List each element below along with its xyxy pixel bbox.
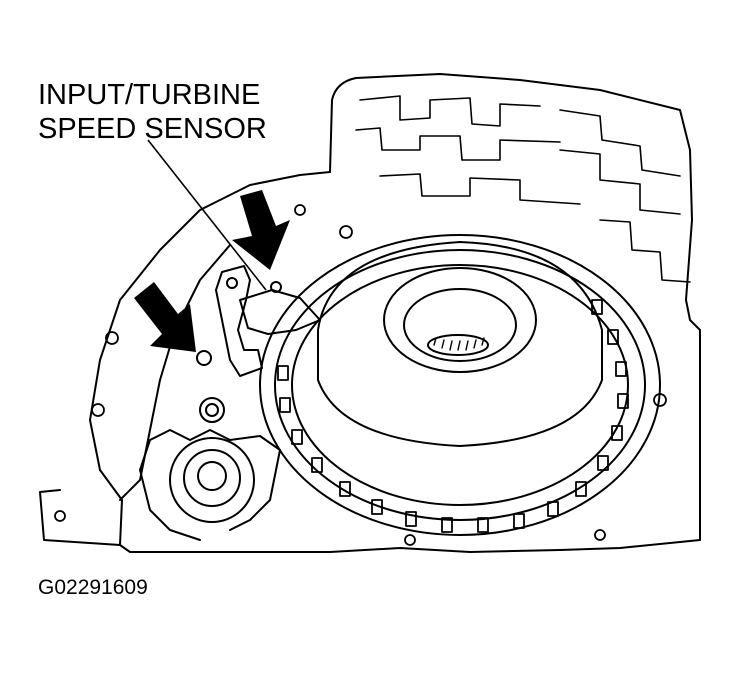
drum-hub-inner	[403, 288, 517, 362]
valve-body-channels	[355, 95, 691, 283]
seal-ring	[199, 397, 225, 423]
bearing-middle	[183, 449, 241, 507]
clutch-drum-ring	[274, 249, 646, 521]
case-bolt	[196, 350, 212, 366]
valve-body-housing	[329, 73, 701, 551]
sensor-bolt	[226, 277, 238, 289]
bracket-bolt	[270, 281, 282, 293]
seal-ring-inner	[205, 403, 219, 417]
lower-case-web	[139, 429, 281, 541]
callout-leader-line	[147, 139, 267, 291]
figure-id: G02291609	[38, 576, 148, 599]
input-shaft-splines	[427, 334, 489, 356]
callout-line-1: INPUT/TURBINE	[38, 79, 261, 111]
reluctor-ring-teeth	[277, 299, 629, 533]
sensor-callout-label: INPUT/TURBINE SPEED SENSOR	[38, 78, 267, 146]
bearing-outer	[169, 437, 255, 523]
drum-hub-outer	[383, 267, 537, 373]
transaxle-case	[39, 171, 331, 546]
lower-arrow	[134, 282, 196, 352]
case-lower-flange	[119, 544, 561, 553]
clutch-drum-outer	[259, 234, 661, 536]
sensor-body	[239, 289, 321, 335]
case-left-wall	[119, 244, 231, 501]
bearing-inner	[197, 461, 227, 491]
sensor-bracket	[215, 265, 263, 377]
clutch-drum-inner-ring	[291, 264, 629, 506]
shaft-spline-teeth	[433, 337, 485, 351]
drum-top-face	[317, 241, 603, 447]
callout-line-2: SPEED SENSOR	[38, 113, 267, 145]
upper-arrow	[232, 190, 290, 270]
